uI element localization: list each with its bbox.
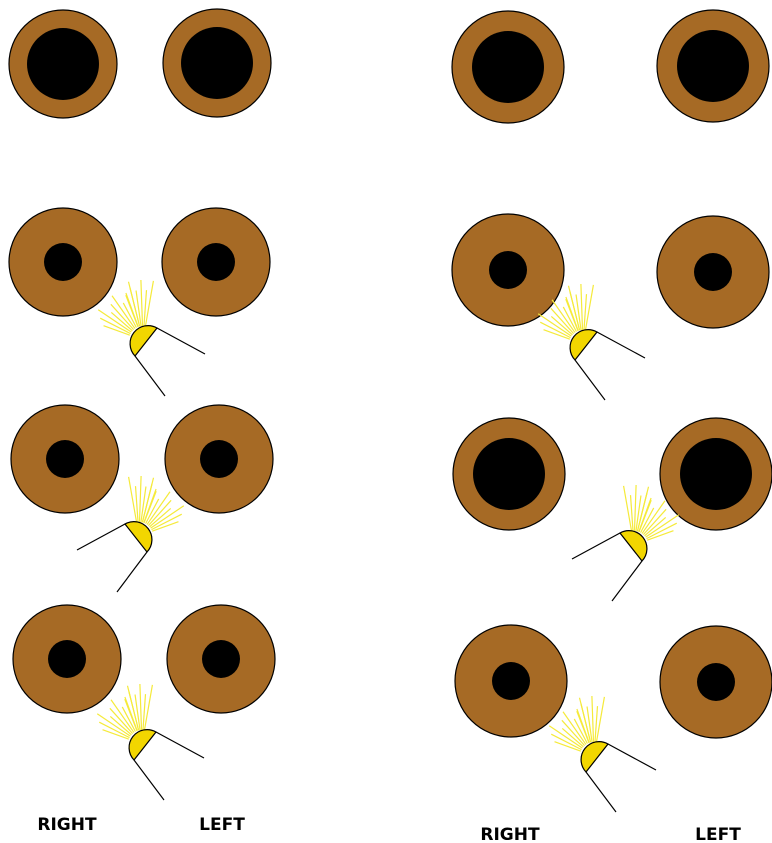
light-ray (129, 477, 137, 522)
right-eye-pupil (44, 243, 82, 281)
flashlight-handle-upper (597, 332, 645, 358)
labels-layer: RIGHT LEFT RIGHT LEFT (37, 815, 741, 843)
flashlight-handle-lower (135, 356, 165, 396)
left-eye-pupil (181, 27, 253, 99)
left-eye-pupil (677, 30, 749, 102)
flashlight-lamp (130, 326, 157, 356)
right-panel-left-label: LEFT (695, 825, 741, 843)
flashlight-lamp (620, 531, 647, 561)
right-eye-pupil (492, 662, 530, 700)
eyes-layer (9, 9, 772, 738)
left-eye-pupil (200, 440, 238, 478)
right-eye-pupil (48, 640, 86, 678)
flashlight-icon (572, 485, 679, 601)
light-ray (624, 486, 632, 531)
right-panel-row-2 (452, 214, 769, 328)
light-ray (139, 476, 141, 522)
light-ray (141, 280, 143, 326)
left-panel-row-2 (9, 208, 270, 316)
flashlight-handle-lower (117, 552, 147, 592)
left-eye-pupil (680, 438, 752, 510)
flashlight-handle-upper (572, 533, 620, 559)
right-panel-row-1 (452, 10, 769, 123)
left-panel-row-3 (11, 405, 273, 513)
left-panel-left-label: LEFT (199, 815, 245, 835)
flashlight-handle-lower (612, 561, 642, 601)
right-eye-pupil (472, 31, 544, 103)
flashlight-handle-upper (156, 732, 204, 758)
flashlight-handle-upper (157, 328, 205, 354)
flashlights-layer (77, 280, 679, 812)
right-eye-pupil (473, 438, 545, 510)
light-ray (581, 284, 583, 330)
light-ray (596, 697, 604, 742)
left-panel-row-4 (13, 605, 275, 713)
light-ray (634, 485, 636, 531)
flashlight-handle-lower (575, 360, 605, 400)
right-panel-right-label: RIGHT (480, 825, 540, 843)
left-eye-pupil (694, 253, 732, 291)
flashlight-handle-lower (134, 760, 164, 800)
right-eye-pupil (489, 251, 527, 289)
flashlight-lamp (570, 330, 597, 360)
flashlight-lamp (581, 742, 608, 772)
flashlight-lamp (125, 522, 152, 552)
right-panel-row-4 (455, 625, 772, 738)
flashlight-handle-lower (586, 772, 616, 812)
light-ray (144, 685, 152, 730)
left-eye-pupil (197, 243, 235, 281)
flashlight-handle-upper (608, 744, 656, 770)
light-ray (592, 696, 594, 742)
left-eye-pupil (697, 663, 735, 701)
left-panel-row-1 (9, 9, 271, 118)
flashlight-lamp (129, 730, 156, 760)
light-ray (585, 285, 593, 330)
right-panel-row-3 (453, 418, 772, 530)
flashlight-handle-upper (77, 524, 125, 550)
flashlight-icon (549, 696, 656, 812)
right-eye-pupil (27, 28, 99, 100)
right-eye-pupil (46, 440, 84, 478)
left-panel-right-label: RIGHT (37, 815, 97, 835)
light-ray (140, 684, 142, 730)
left-eye-pupil (202, 640, 240, 678)
light-ray (145, 281, 153, 326)
